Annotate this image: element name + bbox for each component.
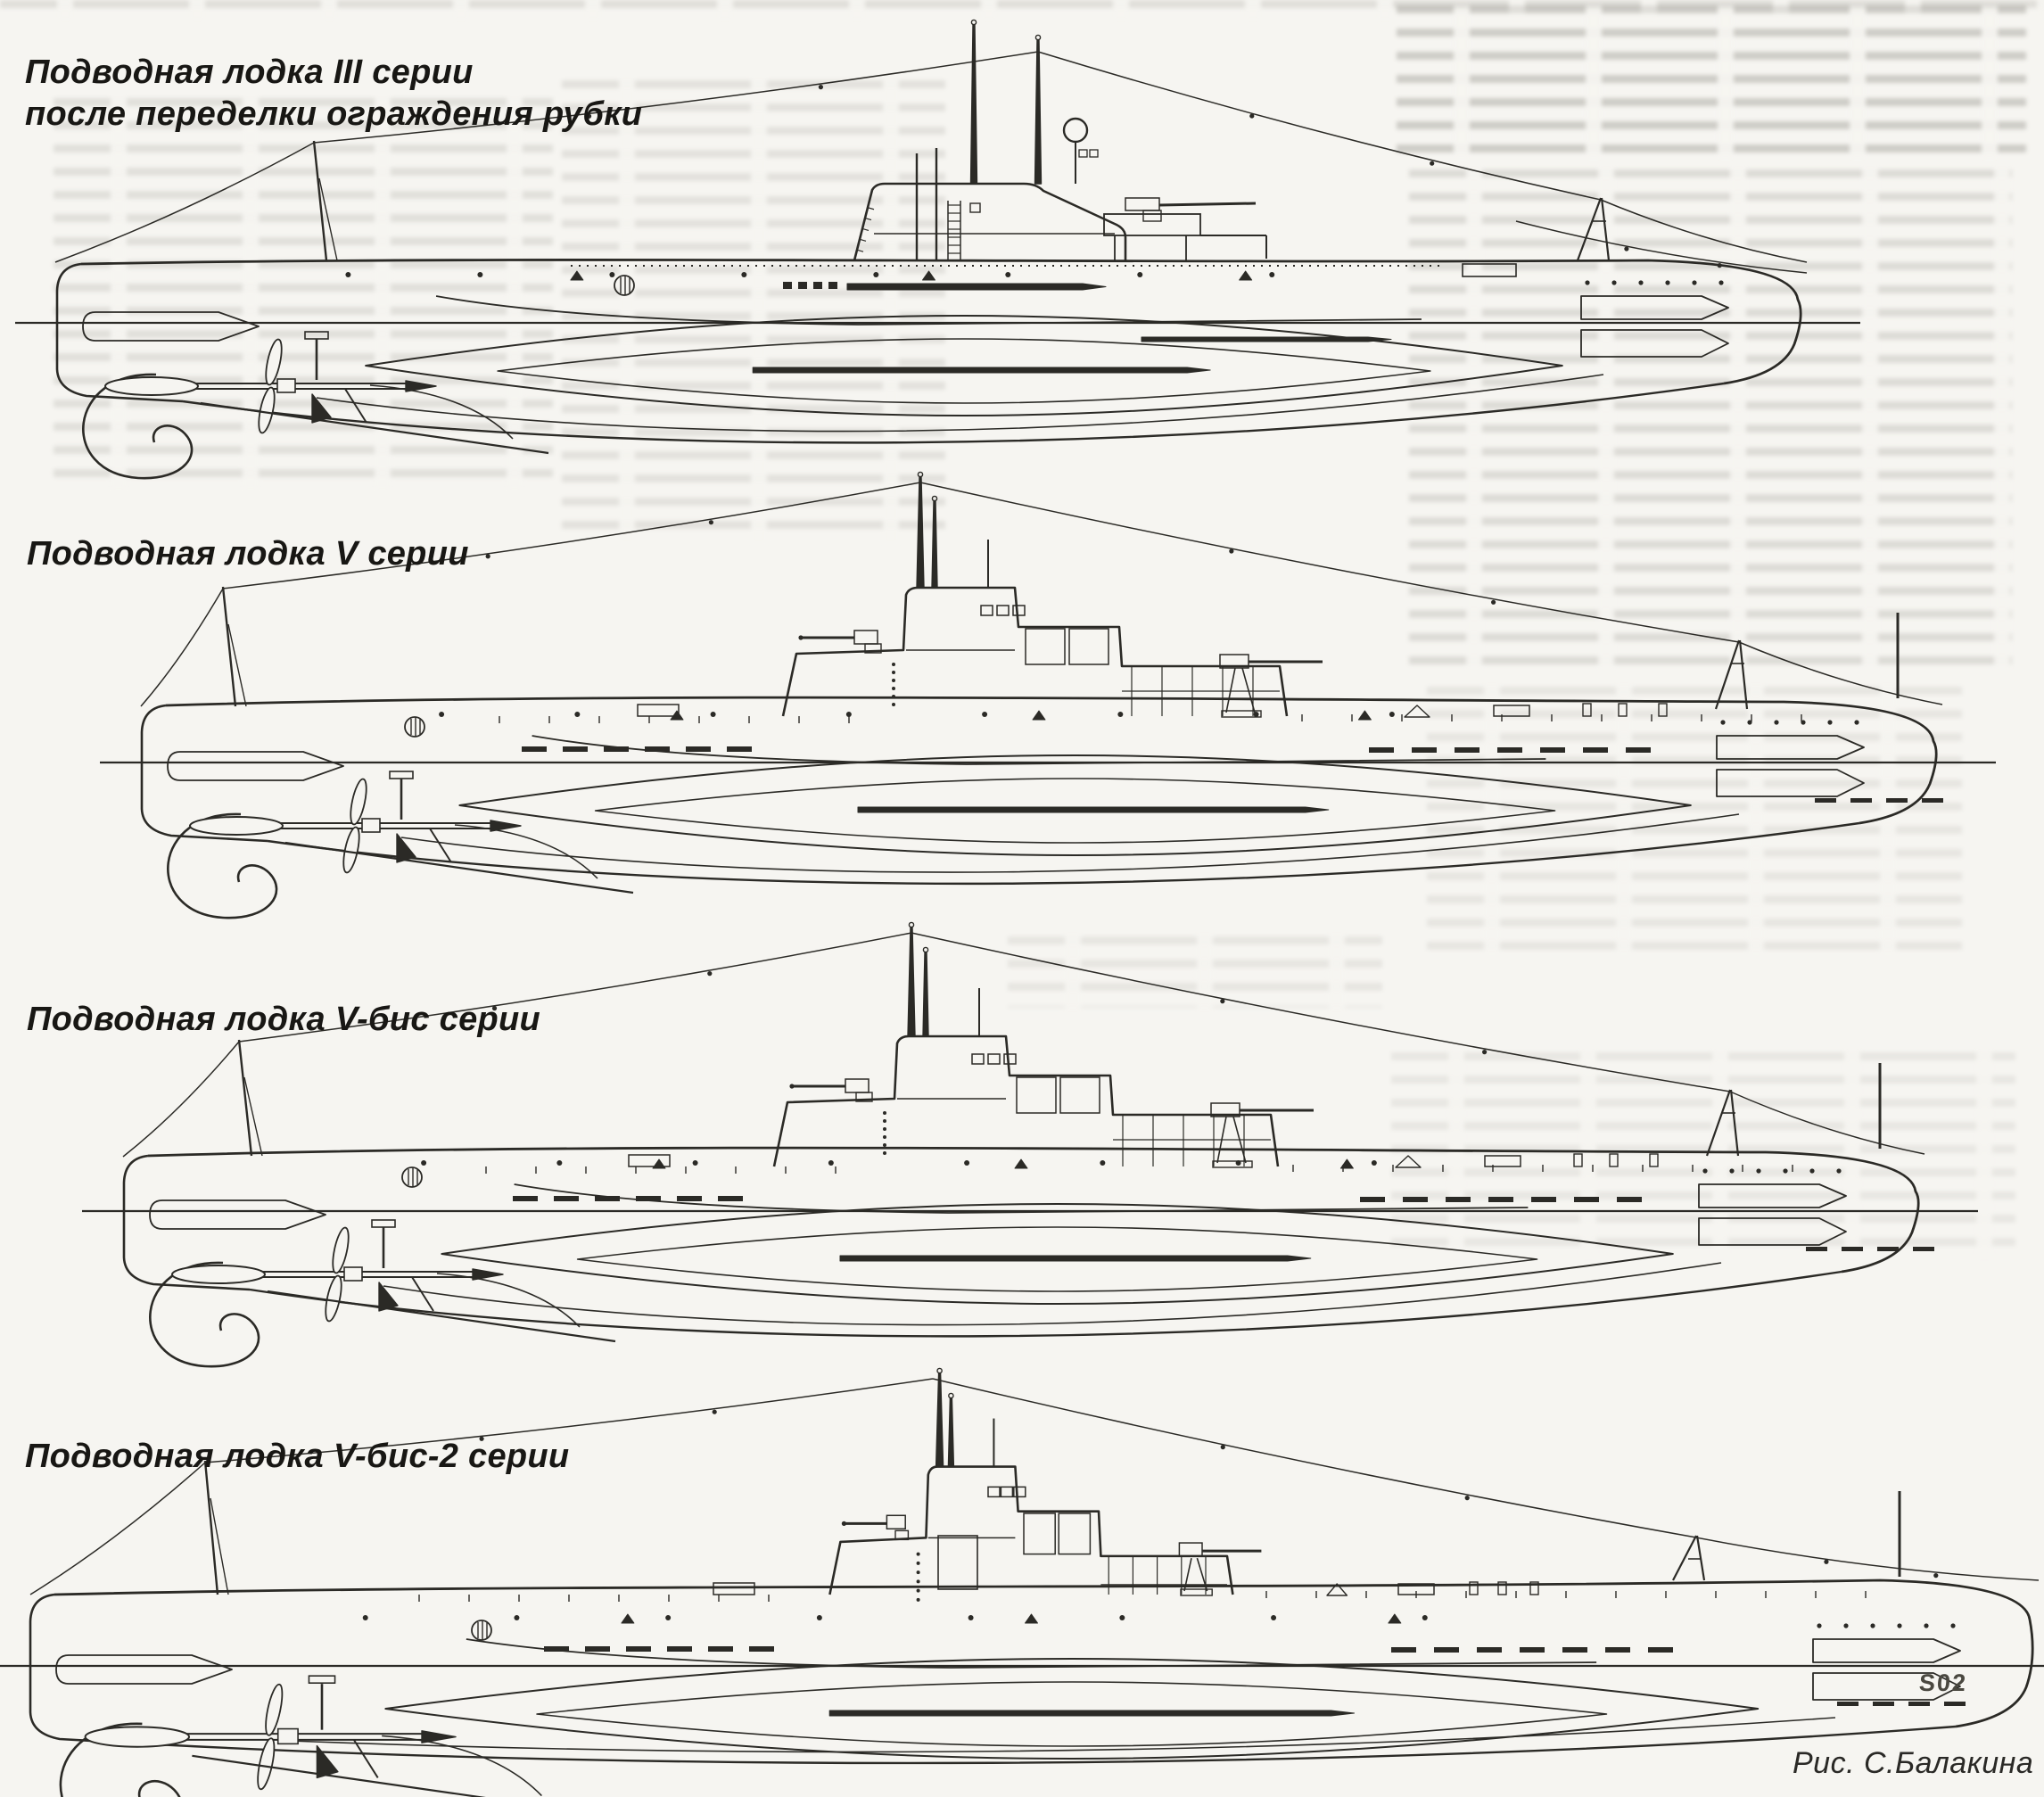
submarine-label-series-v-bis-2: Подводная лодка V-бис-2 серии — [25, 1436, 569, 1478]
label-line: Подводная лодка III серии — [25, 54, 474, 91]
submarine-drawing-series-iii — [15, 19, 1860, 480]
submarine-drawing-series-v-bis — [82, 921, 1978, 1368]
submarine-drawing-series-v — [100, 471, 1996, 919]
submarine-label-series-v-bis: Подводная лодка V-бис серии — [27, 999, 540, 1041]
submarine-label-series-iii: Подводная лодка III серии после переделк… — [25, 52, 642, 136]
label-line: Подводная лодка V-бис-2 серии — [25, 1438, 570, 1475]
label-line: Подводная лодка V-бис серии — [27, 1001, 541, 1038]
figure-caption: Рис. С.Балакина — [1793, 1746, 2034, 1780]
label-line: Подводная лодка V серии — [27, 535, 469, 573]
hull-number-marking: S02 — [1917, 1669, 1969, 1696]
label-line: после переделки ограждения рубки — [25, 95, 643, 134]
submarine-label-series-v: Подводная лодка V серии — [27, 533, 469, 575]
submarine-drawing-series-v-bis-2 — [0, 1367, 2044, 1797]
